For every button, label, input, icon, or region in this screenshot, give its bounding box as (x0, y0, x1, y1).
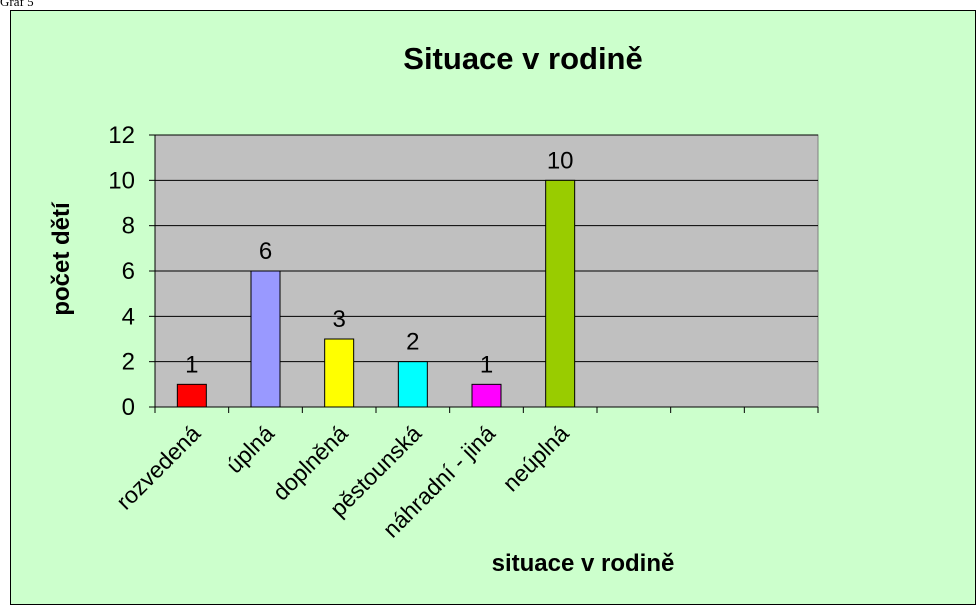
y-tick-label: 12 (108, 122, 135, 149)
data-label: 1 (480, 351, 493, 378)
y-tick-label: 8 (122, 213, 135, 240)
data-label: 2 (406, 329, 419, 356)
category-label: rozvedená (111, 420, 205, 514)
bar (250, 270, 281, 408)
data-label: 6 (259, 238, 272, 265)
chart-title: Situace v rodině (403, 41, 642, 76)
y-tick-label: 4 (122, 303, 135, 330)
y-tick-label: 10 (108, 167, 135, 194)
bar (176, 383, 207, 408)
figure-caption: Graf 5 (0, 0, 34, 9)
bar (545, 179, 576, 408)
bar (397, 361, 428, 408)
bar (324, 338, 355, 408)
plot-area: 0246810121rozvedená6úplná3doplněná2pěsto… (108, 122, 819, 543)
y-tick-label: 0 (122, 394, 135, 421)
category-label: úplná (221, 420, 279, 478)
data-label: 10 (547, 147, 574, 174)
category-label: neúplná (497, 420, 573, 496)
bar (471, 383, 502, 408)
y-tick-label: 6 (122, 258, 135, 285)
y-tick-label: 2 (122, 349, 135, 376)
data-label: 1 (185, 351, 198, 378)
x-axis-title: situace v rodině (492, 550, 675, 577)
y-axis-title: počet dětí (48, 201, 75, 316)
data-label: 3 (332, 306, 345, 333)
